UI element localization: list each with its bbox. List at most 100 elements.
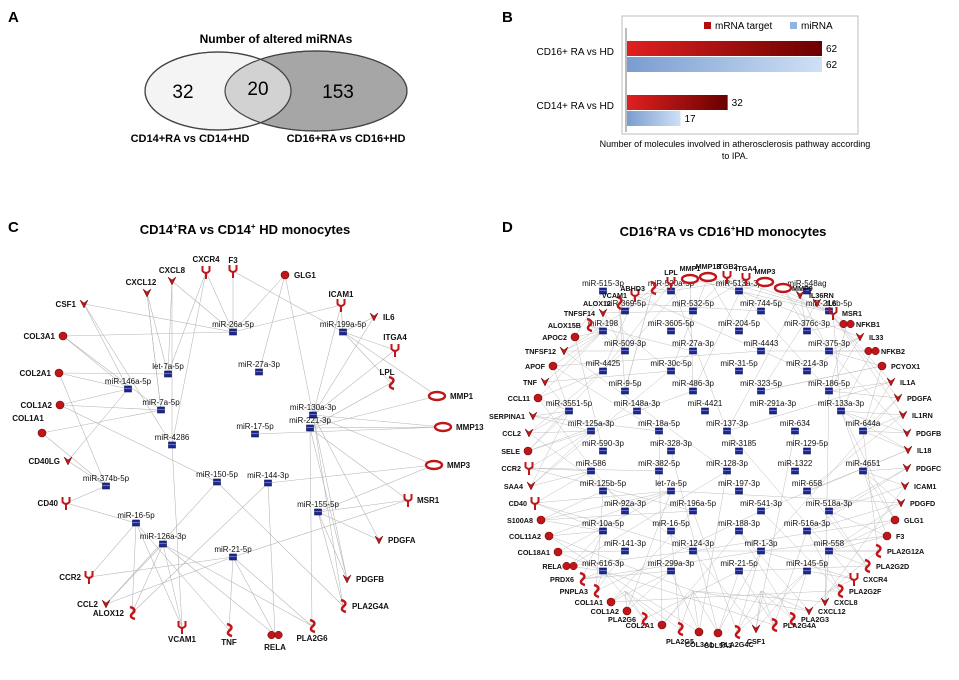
mirna-label: miR-375-3p: [808, 339, 850, 348]
network-edge: [717, 550, 762, 634]
network-edge: [773, 530, 808, 626]
gene-label: IL1A: [900, 378, 916, 387]
gene-label: NFKB1: [856, 320, 880, 329]
mirna-node: miR-92a-3p: [604, 499, 646, 515]
network-edge: [171, 280, 234, 333]
network-edge: [828, 336, 861, 392]
network-edge: [738, 530, 793, 620]
gene-node: CXCR4: [192, 255, 220, 279]
mirna-label: miR-548ag: [787, 279, 826, 288]
network-d-title: CD16+RA vs CD16+HD monocytes: [620, 224, 827, 239]
gene-node: PLA2G2D: [864, 558, 909, 574]
network-edge: [661, 530, 740, 626]
mirna-node: miR-323-5p: [740, 379, 782, 395]
mirna-label: miR-30c-5p: [650, 359, 692, 368]
venn-title: Number of altered miRNAs: [200, 32, 353, 46]
mirna-node: miR-1322: [778, 459, 813, 475]
network-edge: [569, 530, 604, 567]
mirna-label: miR-7a-5p: [142, 398, 180, 407]
network-edge: [692, 590, 719, 634]
gene-label: LPL: [664, 268, 678, 277]
network-edge: [806, 490, 868, 567]
network-edge: [692, 590, 826, 603]
network-edge: [634, 294, 808, 372]
mirna-label: let-7a-5p: [152, 362, 184, 371]
network-edge: [83, 303, 173, 446]
mirna-label: miR-92a-3p: [604, 499, 646, 508]
network-edge: [232, 304, 342, 333]
gene-node: GLG1: [280, 270, 316, 280]
network-edge: [88, 522, 137, 578]
network-edge: [574, 290, 604, 338]
gene-label: VCAM1: [168, 635, 197, 644]
network-edge: [131, 522, 137, 614]
gene-node: CCL2: [502, 428, 534, 438]
mirna-label: miR-144-3p: [247, 471, 289, 480]
network-edge: [692, 276, 728, 312]
network-edge: [88, 556, 234, 578]
network-edge: [824, 590, 830, 603]
network-edge: [232, 556, 276, 636]
gene-label: CCR2: [501, 464, 521, 473]
gene-label: COL2A1: [626, 621, 654, 630]
mirna-node: miR-186-5p: [808, 379, 850, 395]
network-edge: [105, 543, 164, 605]
network-edge: [62, 335, 129, 390]
gene-node: F3: [882, 531, 904, 541]
mirna-label: miR-382-5p: [638, 459, 680, 468]
network-edge: [602, 312, 626, 352]
network-edge: [670, 282, 728, 432]
network-edge: [806, 414, 904, 492]
gene-node: APOC2: [542, 332, 580, 342]
mirna-node: miR-634: [780, 419, 811, 435]
mirna-label: miR-148a-3p: [614, 399, 661, 408]
gene-label: IL36RN: [809, 291, 834, 300]
network-edge: [595, 510, 762, 592]
gene-node: MMP3: [755, 267, 775, 288]
mirna-label: miR-516a-3p: [784, 519, 831, 528]
gene-node: ICAM1: [329, 290, 354, 312]
network-edge: [135, 522, 183, 628]
gene-label: CCL11: [508, 394, 530, 403]
network-edge: [548, 530, 604, 537]
network-edge: [806, 336, 861, 372]
gene-node: COL1A2: [591, 606, 632, 616]
network-edge: [824, 550, 830, 603]
mirna-node: miR-541-3p: [740, 499, 782, 515]
gene-node: CXCL8: [159, 266, 186, 286]
network-edge: [552, 365, 570, 412]
network-edge: [557, 550, 626, 553]
gene-label: ABHD3: [620, 284, 645, 293]
category-label: CD16+ RA vs HD: [536, 47, 614, 58]
network-edge: [760, 397, 899, 552]
network-edge: [840, 410, 904, 416]
network-edge: [552, 365, 660, 432]
network-edge: [552, 350, 762, 367]
gene-label: COL1A1: [12, 414, 44, 423]
mirna-label: miR-515-3p: [582, 279, 624, 288]
mirna-node: miR-126a-3p: [140, 532, 187, 548]
network-edge: [105, 556, 234, 605]
network-edge: [692, 550, 757, 630]
network-edge: [532, 410, 570, 417]
network-edge: [862, 414, 904, 432]
gene-label: COL11A2: [509, 532, 541, 541]
gene-node: ITGA4: [735, 264, 757, 286]
gene-node: PLA2G6: [296, 618, 328, 643]
mirna-label: miR-188-3p: [718, 519, 760, 528]
gene-label: CCL2: [77, 600, 98, 609]
gene-label: LPL: [379, 368, 394, 377]
mirna-label: miR-323-5p: [740, 379, 782, 388]
mirna-node: miR-382-5p: [638, 459, 680, 475]
mirna-node: miR-658: [792, 479, 823, 495]
network-edge: [528, 430, 592, 434]
network-edge: [624, 287, 654, 312]
network-edge: [760, 590, 775, 626]
gene-label: CCR2: [59, 573, 81, 582]
gene-label: GLG1: [904, 516, 924, 525]
gene-node: SERPINA1: [489, 411, 538, 421]
gene-node: ABHD3: [620, 280, 657, 296]
gene-label: S100A8: [507, 516, 533, 525]
